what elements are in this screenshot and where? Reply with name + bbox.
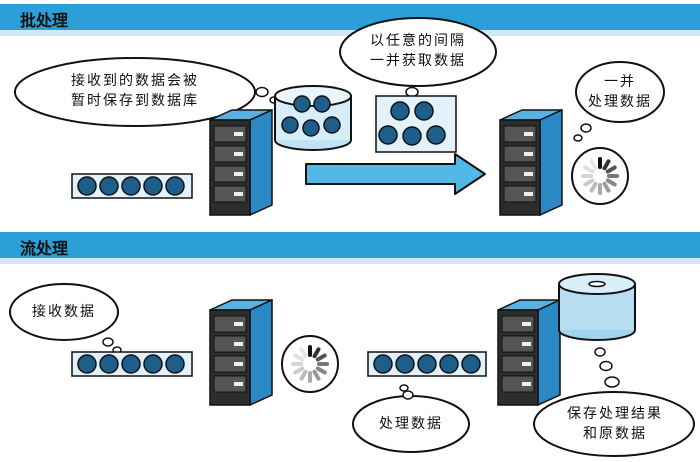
bubble-store-line-1: 接收到的数据会被 (71, 73, 199, 89)
bubble-stream-process-shape (352, 384, 470, 453)
server-icon (209, 109, 273, 216)
bubble-stream-process-text: 处理数据 (379, 416, 443, 432)
bubble-batch-process-line-2: 处理数据 (588, 94, 652, 110)
database-icon (274, 85, 352, 151)
spinner-icon (570, 146, 630, 206)
batch-section-title: 批处理 (20, 11, 69, 30)
bubble-fetch-line-1: 以任意的间隔 (370, 33, 466, 49)
bubble-receive-text: 接收数据 (32, 304, 96, 320)
data-packet-icon (367, 351, 487, 377)
spinner-icon (280, 334, 340, 394)
database-icon (558, 273, 636, 341)
bubble-fetch-text: 以任意的间隔 一并获取数据 (345, 31, 491, 71)
bubble-save-shape (533, 347, 695, 457)
server-icon (499, 109, 563, 216)
stream-section-title: 流处理 (20, 239, 69, 258)
bubble-batch-process-line-1: 一并 (604, 74, 636, 90)
bubble-store-shape (14, 57, 279, 127)
bubble-fetch-shape (339, 17, 497, 105)
bubble-receive-shape (9, 283, 122, 354)
bubble-batch-process-text: 一并 处理数据 (578, 72, 662, 112)
data-packet-icon (71, 351, 193, 377)
bubble-store-line-2: 暂时保存到数据库 (71, 93, 199, 109)
bubble-fetch-line-2: 一并获取数据 (370, 53, 466, 69)
bubble-batch-process-shape (573, 61, 665, 142)
data-packet-icon (71, 173, 193, 199)
stream-header-band (0, 232, 700, 264)
bubble-store-text: 接收到的数据会被 暂时保存到数据库 (20, 71, 250, 111)
bubble-save-text: 保存处理结果 和原数据 (540, 404, 690, 444)
data-packet-icon (375, 95, 457, 153)
server-icon (497, 299, 561, 406)
batch-header-band (0, 4, 700, 36)
server-icon (209, 299, 273, 406)
bubble-save-line-2: 和原数据 (583, 426, 647, 442)
bubble-save-line-1: 保存处理结果 (567, 406, 663, 422)
arrow-right-icon (305, 153, 486, 195)
